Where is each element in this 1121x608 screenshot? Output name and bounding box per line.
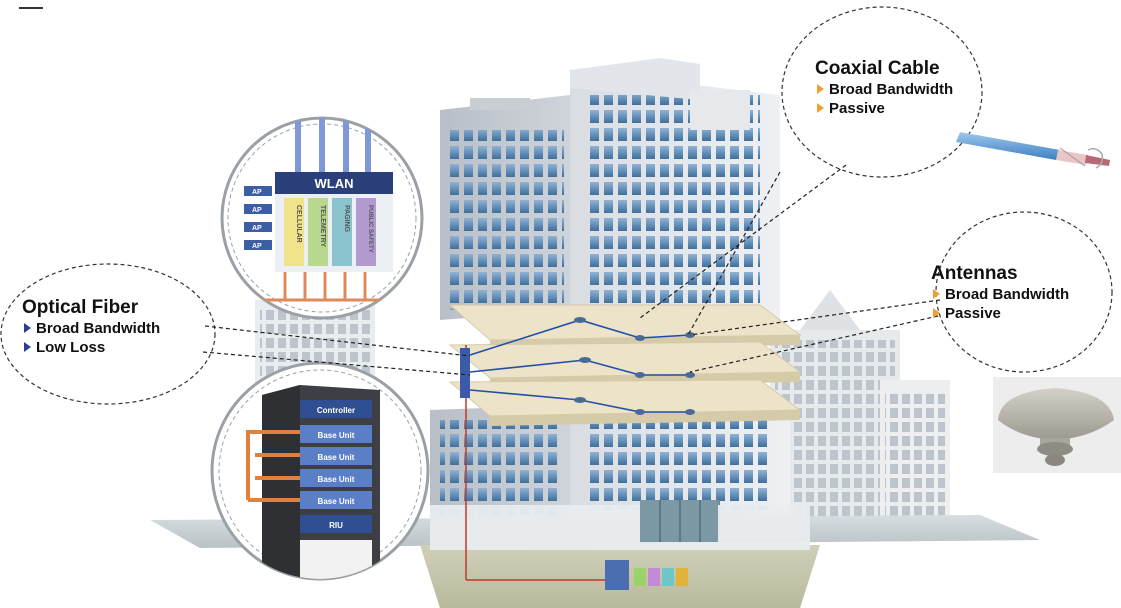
antennas-bubble: [935, 211, 1113, 373]
callout-item: Broad Bandwidth: [815, 80, 953, 99]
callout-item: Passive: [815, 99, 953, 118]
ceiling-antenna-icon: [993, 377, 1121, 473]
triangle-right-icon: [933, 308, 940, 318]
floor-antennas: [460, 317, 695, 415]
wlan-zoom-circle: WLAN AP AP AP AP CELLULAR TELEMETRY PAGI…: [220, 116, 424, 320]
callout-item-label: Broad Bandwidth: [829, 81, 954, 98]
callout-item: Broad Bandwidth: [931, 285, 1069, 304]
wlan-header: WLAN: [315, 176, 354, 191]
corner-mark: [19, 7, 43, 9]
antennas-callout: Antennas Broad Bandwidth Passive: [931, 263, 1069, 323]
callout-item-label: Passive: [945, 305, 1001, 322]
main-building: [430, 58, 810, 550]
rack-unit-label: RIU: [329, 521, 343, 530]
triangle-right-icon: [817, 103, 824, 113]
callout-title: Antennas: [931, 263, 1018, 284]
callout-item-label: Low Loss: [36, 339, 106, 356]
rack-zoom-circle: Controller Base Unit Base Unit Base Unit…: [210, 361, 430, 581]
triangle-right-icon: [817, 84, 824, 94]
ap-label: AP: [252, 189, 262, 196]
callout-item-label: Broad Bandwidth: [945, 286, 1070, 303]
triangle-right-icon: [933, 289, 940, 299]
ap-label: AP: [252, 243, 262, 250]
rack-unit-label: Base Unit: [318, 453, 355, 462]
callout-item: Broad Bandwidth: [22, 319, 160, 338]
ap-label: AP: [252, 207, 262, 214]
callout-title: Coaxial Cable: [815, 58, 940, 79]
coaxial-cable-bubble: [781, 6, 983, 178]
wlan-column-label: TELEMETRY: [319, 205, 326, 247]
optical-fiber-callout: Optical Fiber Broad Bandwidth Low Loss: [22, 297, 160, 357]
optical-fiber-bubble: [0, 263, 216, 405]
triangle-right-icon: [24, 323, 31, 333]
floor-slabs: [448, 304, 802, 426]
coaxial-cable-callout: Coaxial Cable Broad Bandwidth Passive: [815, 58, 953, 118]
triangle-right-icon: [24, 342, 31, 352]
wlan-column-label: PUBLIC SAFETY: [367, 205, 373, 253]
callout-item: Passive: [931, 304, 1069, 323]
rack-unit-label: Base Unit: [318, 497, 355, 506]
ap-label: AP: [252, 225, 262, 232]
wlan-column-label: CELLULAR: [295, 205, 302, 243]
callout-title: Optical Fiber: [22, 297, 139, 318]
coaxial-cable-icon: [956, 132, 1110, 169]
rack-unit-label: Base Unit: [318, 431, 355, 440]
rack-unit-label: Controller: [317, 406, 355, 415]
basement-equipment: [605, 560, 688, 590]
rack-unit-label: Base Unit: [318, 475, 355, 484]
callout-item: Low Loss: [22, 338, 160, 357]
leader-lines: [202, 164, 941, 376]
callout-item-label: Broad Bandwidth: [36, 320, 161, 337]
callout-item-label: Passive: [829, 100, 885, 117]
wlan-column-label: PAGING: [343, 205, 350, 233]
